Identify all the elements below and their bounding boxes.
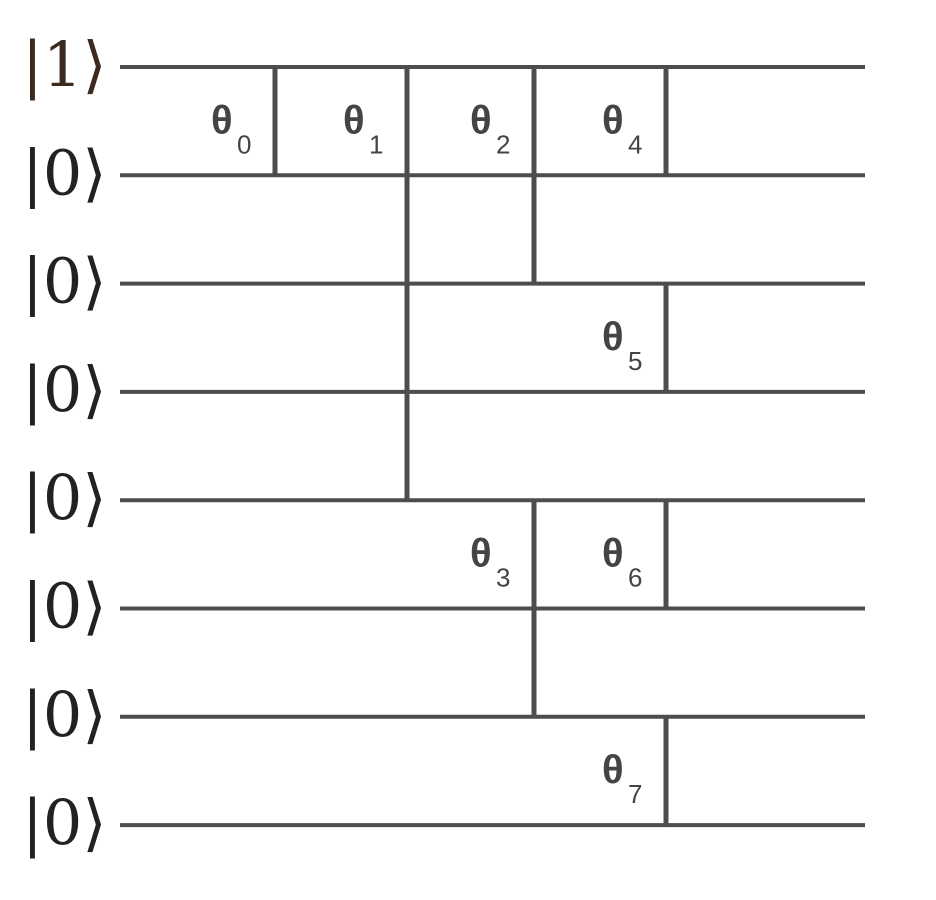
gate-index-theta-2: 2 [496,129,510,159]
gate-index-theta-3: 3 [496,563,510,593]
qubit-state-label-4: |0⟩ [22,461,107,534]
qubit-state-label-6: |0⟩ [22,678,107,751]
gate-index-theta-1: 1 [369,129,383,159]
gate-symbol-theta-4: θ [602,98,624,142]
gate-symbol-theta-5: θ [602,315,624,359]
qubit-state-label-2: |0⟩ [22,245,107,318]
qubit-state-label-1: |0⟩ [22,136,107,209]
qubit-state-label-3: |0⟩ [22,353,107,426]
gate-index-theta-0: 0 [237,129,251,159]
gate-symbol-theta-0: θ [211,98,233,142]
qubit-wires [120,65,865,828]
gate-lines [272,67,669,826]
gate-index-theta-6: 6 [628,563,642,593]
gate-index-theta-5: 5 [628,346,642,376]
gate-symbol-theta-3: θ [470,532,492,576]
qubit-state-label-7: |0⟩ [22,786,107,859]
gate-symbol-theta-6: θ [602,532,624,576]
gate-symbol-theta-2: θ [470,98,492,142]
qubit-state-labels: |1⟩ |0⟩ |0⟩ |0⟩ |0⟩ |0⟩ |0⟩ |0⟩ [22,28,107,859]
qubit-state-label-5: |0⟩ [22,570,107,643]
gate-symbol-theta-1: θ [343,98,365,142]
qubit-state-label-0: |1⟩ [22,28,107,101]
gate-symbol-theta-7: θ [602,748,624,792]
gate-index-theta-7: 7 [628,779,642,809]
gate-index-theta-4: 4 [628,129,642,159]
